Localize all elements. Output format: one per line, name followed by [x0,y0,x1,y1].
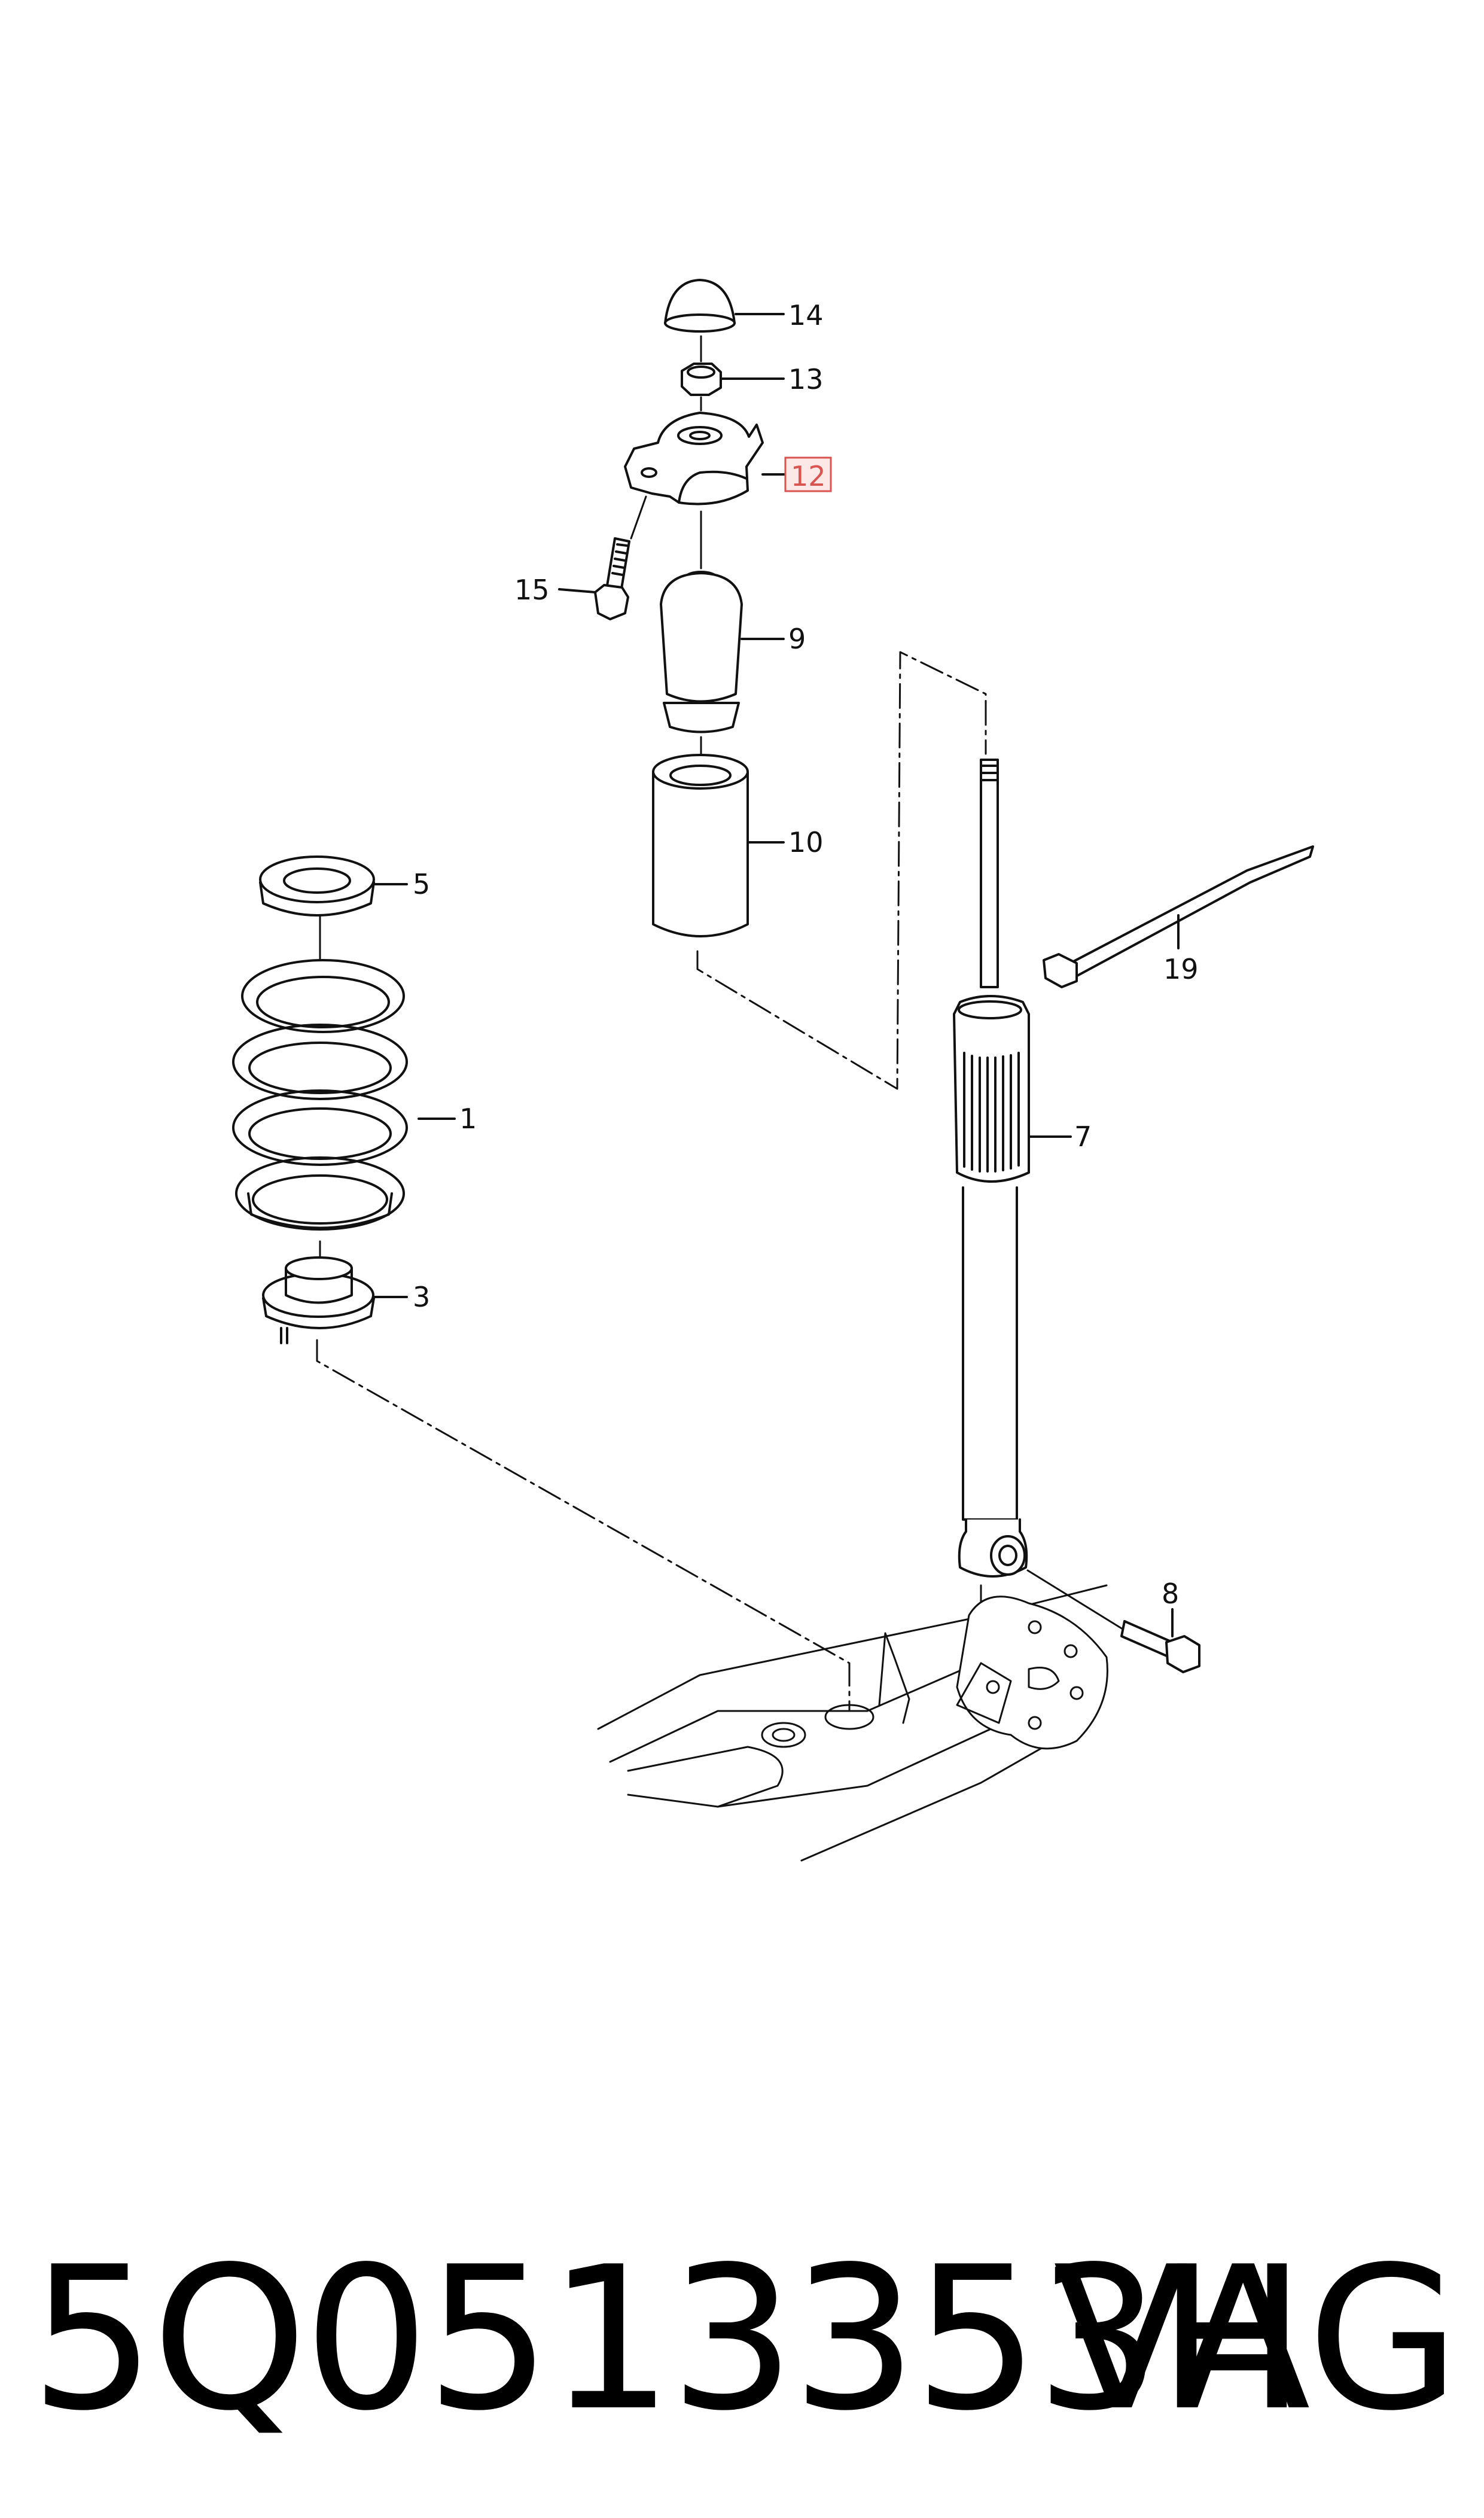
callout-1: 1 [459,1103,477,1135]
callout-10: 10 [788,826,824,858]
bump-stop-part [660,571,785,760]
lower-spring-seat-part [262,1256,851,1712]
callout-13: 13 [788,363,824,395]
exploded-parts-diagram: 14 13 12 15 9 10 5 1 3 19 7 8 [232,279,1314,1862]
callout-12: 12 [791,460,826,492]
rear-axle-beam [597,1584,1108,1862]
callout-7: 7 [1074,1121,1092,1153]
strut-mount-part [624,396,788,570]
callout-8: 8 [1162,1578,1179,1610]
footer: 5Q0513353H VAG [0,2213,1484,2501]
callout-14: 14 [788,299,824,331]
part-number: 5Q0513353H [30,2224,1306,2454]
brand-label: VAG [1053,2224,1460,2454]
callout-9: 9 [788,623,806,655]
shock-absorber-part [953,759,1072,1664]
callout-5: 5 [413,868,430,900]
nut-part [681,335,785,396]
cable-tie-part [1043,845,1314,988]
callout-labels: 14 13 12 15 9 10 5 1 3 19 7 8 [413,299,1199,1610]
callout-15: 15 [514,574,550,606]
coil-spring-part [232,914,456,1263]
callout-19: 19 [1163,953,1199,985]
bolt-part [558,495,647,620]
shock-bolt-part [1026,1569,1200,1673]
protective-sleeve-part [652,651,987,1090]
callout-3: 3 [413,1281,430,1313]
callout-12-highlight [784,456,832,492]
upper-spring-seat-part [259,855,408,917]
dust-cap-part [664,279,785,333]
